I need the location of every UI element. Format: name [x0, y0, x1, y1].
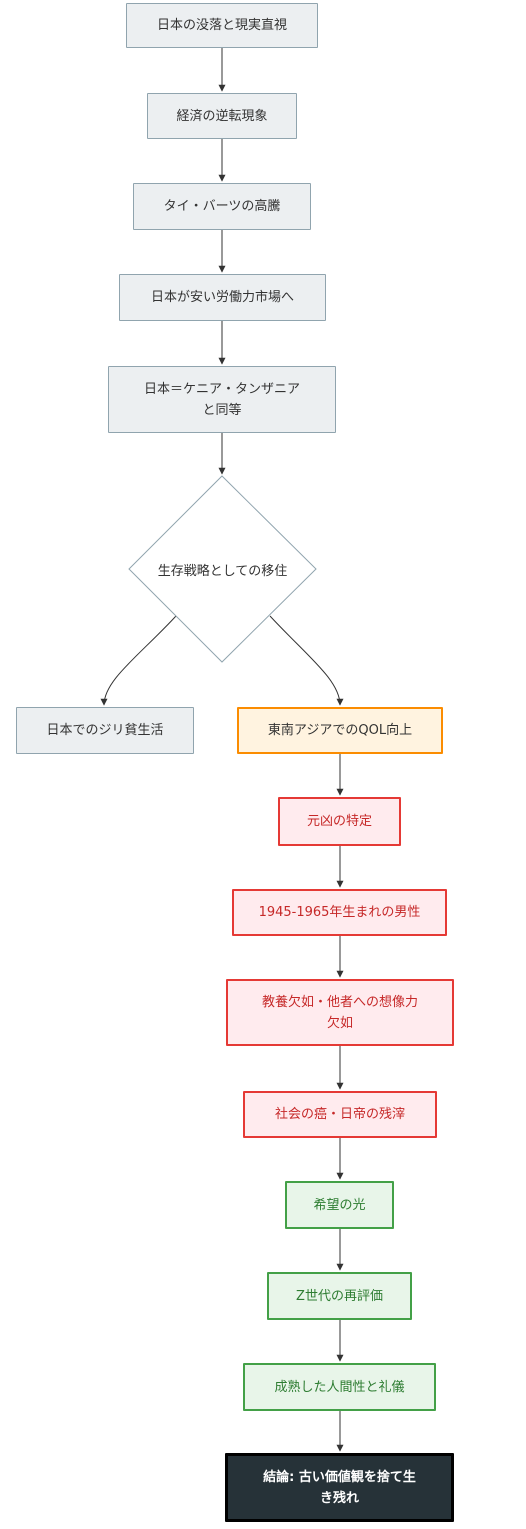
node-genz: Z世代の再評価 — [267, 1272, 412, 1320]
node-mature: 成熟した人間性と礼儀 — [243, 1363, 436, 1411]
node-lack: 教養欠如・他者への想像力 欠如 — [226, 979, 454, 1046]
decision-diamond — [128, 475, 317, 663]
node-cancer: 社会の癌・日帝の残滓 — [243, 1091, 437, 1138]
node-cheap-labor: 日本が安い労働力市場へ — [119, 274, 326, 321]
node-hope: 希望の光 — [285, 1181, 394, 1229]
edge-migration-poverty — [100, 615, 177, 706]
node-poverty: 日本でのジリ貧生活 — [16, 707, 194, 754]
node-kenya: 日本＝ケニア・タンザニア と同等 — [108, 366, 336, 433]
node-culprit: 元凶の特定 — [278, 797, 401, 846]
node-migration-label: 生存戦略としての移住 — [157, 563, 288, 579]
edge-migration-qol — [269, 615, 344, 706]
node-reversal: 経済の逆転現象 — [147, 93, 297, 139]
node-conclusion: 結論: 古い価値観を捨て生 き残れ — [225, 1453, 454, 1522]
node-baht: タイ・バーツの高騰 — [133, 183, 311, 230]
node-men: 1945-1965年生まれの男性 — [232, 889, 447, 936]
node-decline: 日本の没落と現実直視 — [126, 3, 318, 48]
node-qol: 東南アジアでのQOL向上 — [237, 707, 443, 754]
